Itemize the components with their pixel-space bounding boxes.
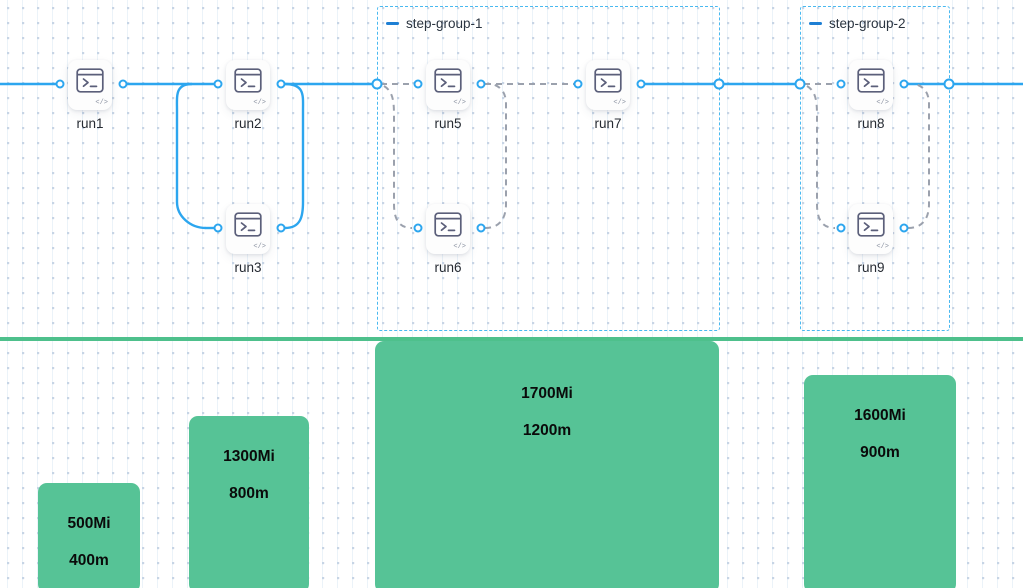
node-card[interactable]: </> [426, 60, 470, 110]
code-badge-icon: </> [453, 243, 466, 251]
connection-port[interactable] [213, 223, 223, 233]
connection-port[interactable] [371, 78, 383, 90]
group-label-step-group-2[interactable]: step-group-2 [809, 16, 906, 31]
node-run9[interactable]: </> run9 [849, 204, 893, 275]
node-card[interactable]: </> [226, 60, 270, 110]
resource-bar[interactable]: 1300Mi 800m [189, 416, 309, 588]
terminal-icon [594, 68, 622, 93]
connection-port[interactable] [573, 79, 583, 89]
node-label: run8 [857, 116, 885, 131]
bar-memory-label: 500Mi [67, 515, 111, 533]
code-badge-icon: </> [95, 99, 108, 107]
connection-port[interactable] [118, 79, 128, 89]
collapse-dash-icon[interactable] [386, 22, 399, 25]
bar-cpu-label: 800m [229, 484, 269, 502]
section-divider [0, 337, 1023, 341]
node-label: run3 [234, 260, 262, 275]
connection-port[interactable] [943, 78, 955, 90]
group-box-step-group-1[interactable] [377, 6, 720, 331]
connection-port[interactable] [794, 78, 806, 90]
code-badge-icon: </> [253, 99, 266, 107]
terminal-icon [434, 212, 462, 237]
node-label: run7 [594, 116, 622, 131]
group-label-step-group-1[interactable]: step-group-1 [386, 16, 483, 31]
node-run8[interactable]: </> run8 [849, 60, 893, 131]
connection-port[interactable] [476, 79, 486, 89]
terminal-icon [857, 212, 885, 237]
code-badge-icon: </> [253, 243, 266, 251]
node-card[interactable]: </> [226, 204, 270, 254]
bar-memory-label: 1300Mi [223, 448, 275, 466]
connection-port[interactable] [276, 223, 286, 233]
terminal-icon [234, 68, 262, 93]
bar-cpu-label: 1200m [522, 421, 572, 439]
node-label: run6 [434, 260, 462, 275]
connection-port[interactable] [55, 79, 65, 89]
node-card[interactable]: </> [586, 60, 630, 110]
connection-port[interactable] [636, 79, 646, 89]
bar-memory-label: 1700Mi [521, 385, 573, 403]
node-card[interactable]: </> [68, 60, 112, 110]
connection-port[interactable] [713, 78, 725, 90]
connection-port[interactable] [213, 79, 223, 89]
bar-memory-label: 1600Mi [854, 407, 906, 425]
resource-bar[interactable]: 500Mi 400m [38, 483, 140, 588]
connection-port[interactable] [476, 223, 486, 233]
connection-port[interactable] [836, 223, 846, 233]
terminal-icon [234, 212, 262, 237]
edge-run2-run3-down [284, 82, 305, 230]
connection-port[interactable] [413, 223, 423, 233]
terminal-icon [857, 68, 885, 93]
connection-port[interactable] [413, 79, 423, 89]
code-badge-icon: </> [613, 99, 626, 107]
node-label: run9 [857, 260, 885, 275]
connection-port[interactable] [899, 223, 909, 233]
edge-spine-run3 [175, 82, 207, 230]
node-run6[interactable]: </> run6 [426, 204, 470, 275]
node-run3[interactable]: </> run3 [226, 204, 270, 275]
terminal-icon [76, 68, 104, 93]
group-title: step-group-1 [406, 16, 483, 31]
code-badge-icon: </> [876, 243, 889, 251]
node-run5[interactable]: </> run5 [426, 60, 470, 131]
connection-port[interactable] [836, 79, 846, 89]
node-card[interactable]: </> [849, 204, 893, 254]
resource-bar[interactable]: 1600Mi 900m [804, 375, 956, 588]
node-card[interactable]: </> [426, 204, 470, 254]
node-run7[interactable]: </> run7 [586, 60, 630, 131]
node-label: run2 [234, 116, 262, 131]
node-card[interactable]: </> [849, 60, 893, 110]
bar-cpu-label: 400m [69, 551, 109, 569]
node-run2[interactable]: </> run2 [226, 60, 270, 131]
terminal-icon [434, 68, 462, 93]
group-box-step-group-2[interactable] [800, 6, 950, 331]
resource-bar[interactable]: 1700Mi 1200m [375, 341, 719, 588]
connection-port[interactable] [276, 79, 286, 89]
code-badge-icon: </> [876, 99, 889, 107]
bar-cpu-label: 900m [860, 443, 900, 461]
node-label: run5 [434, 116, 462, 131]
connection-port[interactable] [899, 79, 909, 89]
code-badge-icon: </> [453, 99, 466, 107]
node-run1[interactable]: </> run1 [68, 60, 112, 131]
collapse-dash-icon[interactable] [809, 22, 822, 25]
node-label: run1 [76, 116, 104, 131]
group-title: step-group-2 [829, 16, 906, 31]
